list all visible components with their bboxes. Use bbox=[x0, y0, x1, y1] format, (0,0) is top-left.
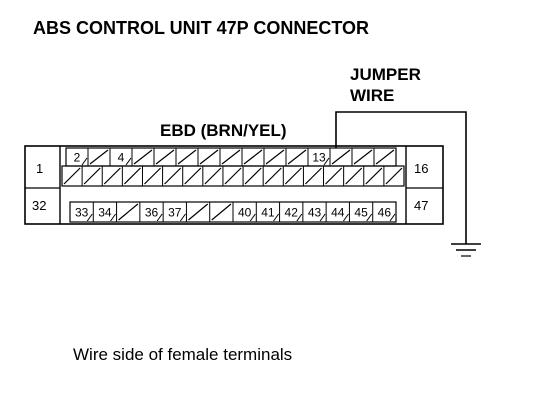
jumper-label-line1: JUMPER bbox=[350, 65, 421, 84]
pin-label: 44 bbox=[331, 206, 345, 220]
pin-end-bottom-left: 32 bbox=[32, 198, 46, 213]
unused-pin-slash bbox=[304, 167, 322, 185]
pin-label: 13 bbox=[312, 151, 326, 165]
pin-corner-slash bbox=[180, 213, 186, 222]
pin-row-middle bbox=[61, 165, 405, 187]
jumper-wire bbox=[335, 111, 467, 244]
pin-corner-slash bbox=[110, 213, 116, 222]
pin-label: 33 bbox=[75, 206, 89, 220]
unused-pin-slash bbox=[177, 149, 197, 165]
unused-pin-slash bbox=[118, 203, 139, 221]
row2-frame bbox=[61, 165, 405, 187]
unused-pin-slash bbox=[221, 149, 241, 165]
unused-pin-slash bbox=[224, 167, 242, 185]
unused-pin-slash bbox=[325, 167, 343, 185]
unused-pin-slash bbox=[345, 167, 363, 185]
ebd-wire-label: EBD (BRN/YEL) bbox=[160, 121, 287, 140]
pin-label: 34 bbox=[98, 206, 112, 220]
pin-corner-slash bbox=[323, 157, 330, 166]
pin-corner-slash bbox=[273, 213, 279, 222]
pin-label: 37 bbox=[168, 206, 182, 220]
pin-label: 36 bbox=[145, 206, 159, 220]
unused-pin-slash bbox=[155, 149, 175, 165]
unused-pin-slash bbox=[353, 149, 373, 165]
jumper-label-line2: WIRE bbox=[350, 86, 394, 105]
caption: Wire side of female terminals bbox=[73, 345, 292, 364]
unused-pin-slash bbox=[331, 149, 351, 165]
connector-outline bbox=[24, 145, 444, 225]
pin-row-bottom: 33 34 36 37 40 41 42 43 44 45 46 bbox=[69, 201, 397, 223]
pin-label: 41 bbox=[261, 206, 275, 220]
unused-pin-slash bbox=[133, 149, 153, 165]
unused-pin-slash bbox=[199, 149, 219, 165]
pin-corner-slash bbox=[343, 213, 349, 222]
pin-end-bottom-right: 47 bbox=[414, 198, 428, 213]
unused-pin-slash bbox=[204, 167, 222, 185]
unused-pin-slash bbox=[89, 149, 109, 165]
pin-label: 2 bbox=[74, 151, 81, 165]
pin-label: 43 bbox=[308, 206, 322, 220]
pin-label: 4 bbox=[118, 151, 125, 165]
unused-pin-slash bbox=[63, 167, 81, 185]
pin-row-top: 2 4 13 bbox=[65, 147, 397, 167]
pin-corner-slash bbox=[86, 213, 93, 222]
unused-pin-slash bbox=[188, 203, 209, 221]
pin-corner-slash bbox=[389, 213, 396, 222]
unused-pin-slash bbox=[385, 167, 403, 185]
unused-pin-slash bbox=[243, 149, 263, 165]
pin-label: 45 bbox=[354, 206, 368, 220]
pin-end-top-right: 16 bbox=[414, 161, 428, 176]
unused-pin-slash bbox=[287, 149, 307, 165]
pin-corner-slash bbox=[296, 213, 303, 222]
unused-pin-slash bbox=[144, 167, 162, 185]
pin-corner-slash bbox=[249, 213, 256, 222]
pin-label: 46 bbox=[378, 206, 392, 220]
unused-pin-slash bbox=[264, 167, 282, 185]
pin-corner-slash bbox=[366, 213, 373, 222]
unused-pin-slash bbox=[123, 167, 141, 185]
pin-corner-slash bbox=[319, 213, 326, 222]
diagram-title: ABS CONTROL UNIT 47P CONNECTOR bbox=[33, 18, 369, 38]
pin-label: 40 bbox=[238, 206, 252, 220]
pin-end-top-left: 1 bbox=[36, 161, 43, 176]
unused-pin-slash bbox=[265, 149, 285, 165]
unused-pin-slash bbox=[184, 167, 202, 185]
unused-pin-slash bbox=[83, 167, 101, 185]
unused-pin-slash bbox=[211, 203, 232, 221]
pin-corner-slash bbox=[81, 157, 88, 166]
ground-icon bbox=[451, 243, 481, 257]
unused-pin-slash bbox=[244, 167, 262, 185]
unused-pin-slash bbox=[365, 167, 383, 185]
unused-pin-slash bbox=[375, 149, 395, 165]
pin-corner-slash bbox=[125, 157, 132, 166]
pin-label: 42 bbox=[285, 206, 299, 220]
pin-corner-slash bbox=[156, 213, 163, 222]
unused-pin-slash bbox=[284, 167, 302, 185]
unused-pin-slash bbox=[103, 167, 121, 185]
unused-pin-slash bbox=[164, 167, 182, 185]
